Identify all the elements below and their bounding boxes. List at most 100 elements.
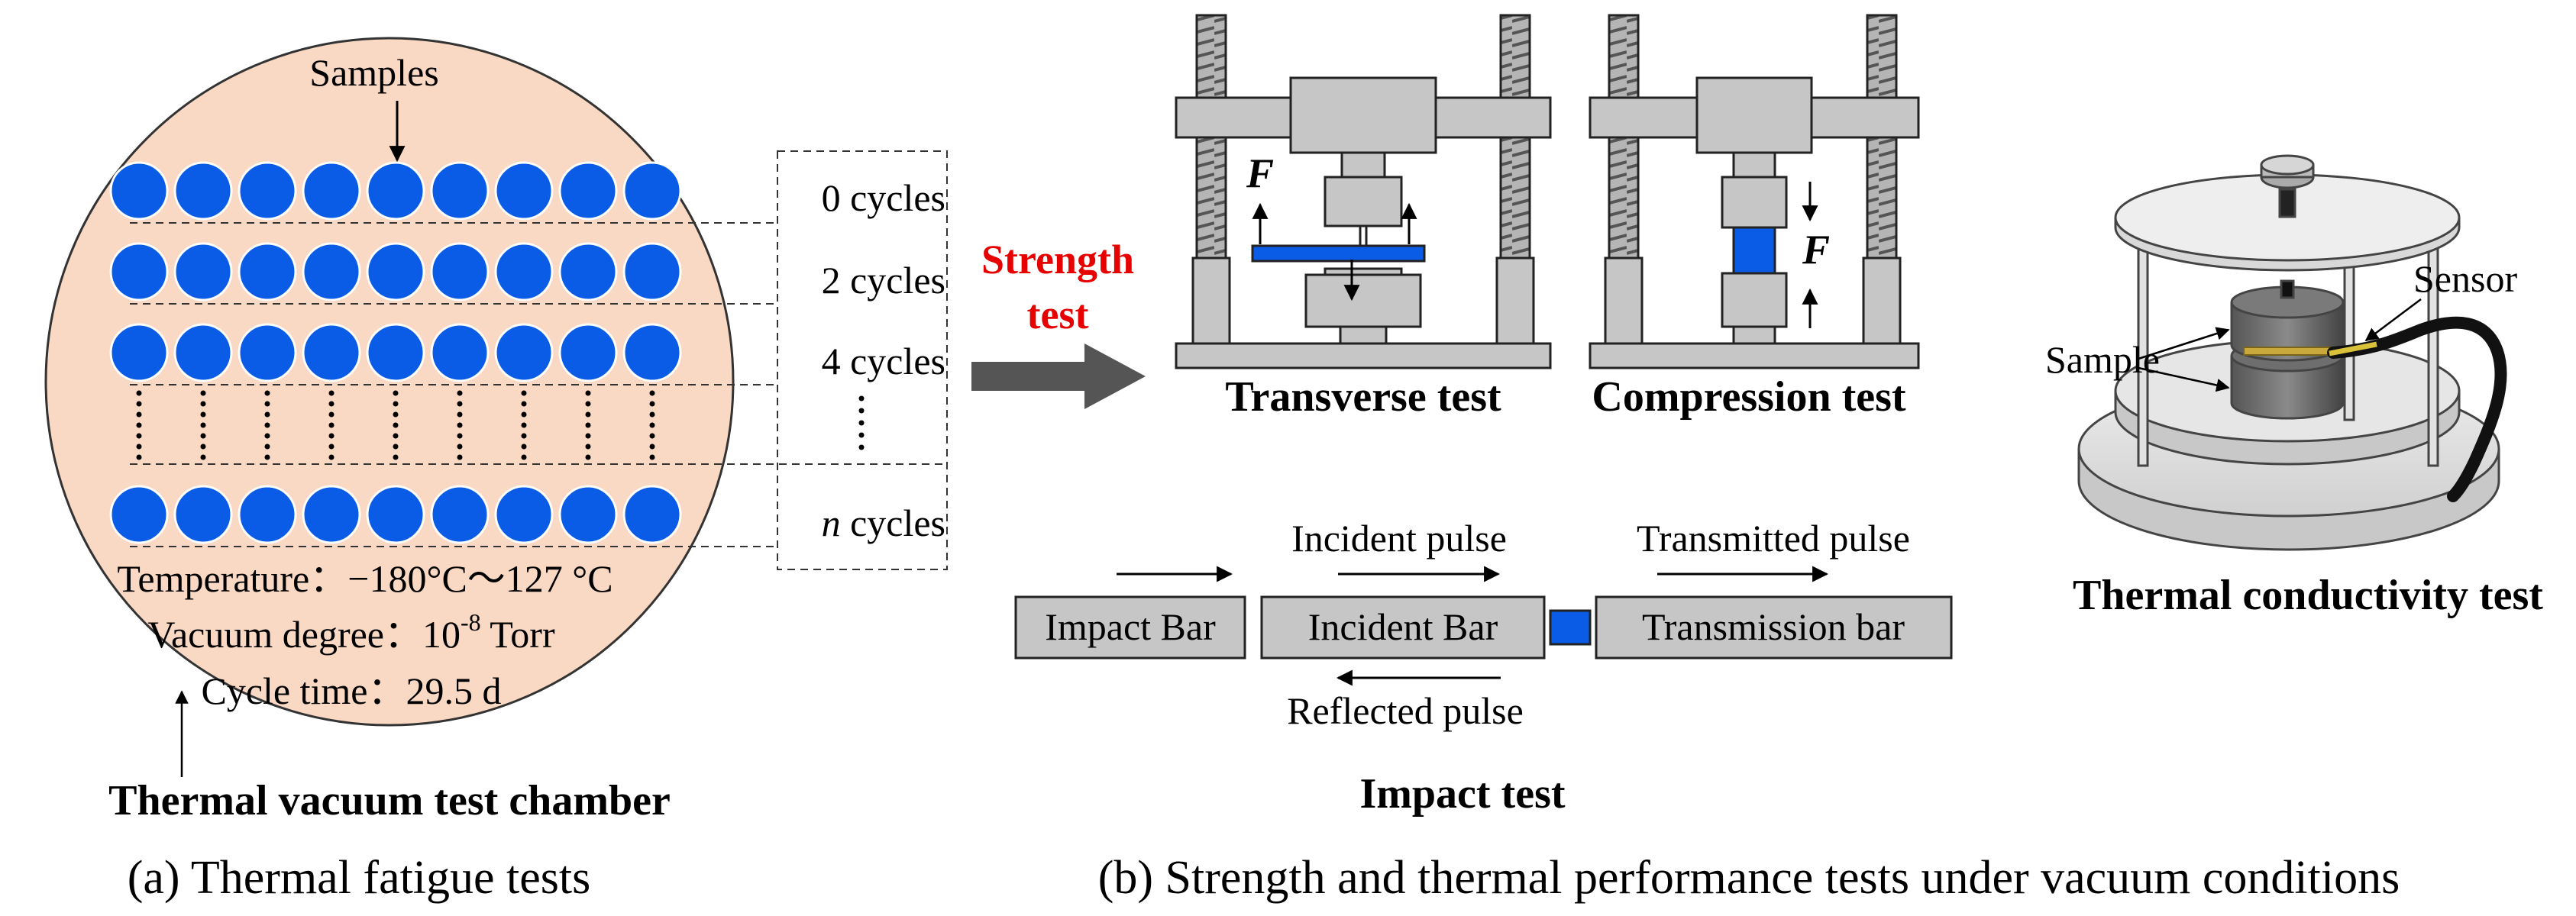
sample-disc: [109, 161, 169, 221]
ellipsis-dot: [521, 443, 527, 450]
temperature-range: Temperature：−180°C～127 °C: [117, 557, 612, 600]
ellipsis-dot: [136, 433, 142, 439]
ellipsis-dot: [585, 390, 591, 396]
sample-disc: [558, 323, 618, 382]
ellipsis-dot: [649, 401, 655, 407]
strength-test-pointer: Strength test: [971, 237, 1146, 409]
ellipsis-dot: [200, 390, 206, 396]
sample-disc: [494, 485, 554, 544]
sample-disc: [366, 323, 425, 382]
cycle-label-2: 2 cycles: [822, 259, 945, 302]
ellipsis-dot: [649, 433, 655, 439]
ellipsis-dot: [457, 411, 463, 418]
ellipsis-dot: [649, 454, 655, 460]
transverse-test-title: Transverse test: [1225, 373, 1501, 421]
sample-disc: [366, 161, 425, 221]
strength-test-line2: test: [1027, 292, 1089, 337]
sample-disc: [109, 485, 169, 544]
ellipsis-dot: [521, 401, 527, 407]
ellipsis-dot: [457, 433, 463, 439]
ellipsis-dot: [585, 443, 591, 450]
transverse-test-machine: [1175, 14, 1552, 369]
sample-disc: [173, 485, 233, 544]
sensor-probe: [2329, 341, 2377, 356]
sample-disc: [622, 485, 682, 544]
transmission-bar-label: Transmission bar: [1642, 605, 1905, 648]
ellipsis-dot: [521, 390, 527, 396]
ellipsis-dot: [585, 411, 591, 418]
panel-a-thermal-fatigue: Samples 0 cycles 2 cycles 4 cycles n cyc…: [44, 37, 948, 904]
transverse-force-arrows: [1252, 202, 1417, 302]
ellipsis-dot: [393, 433, 399, 439]
sample-disc: [558, 485, 618, 544]
ellipsis-dot: [264, 433, 270, 439]
ellipsis-dot: [328, 390, 335, 396]
ellipsis-dot: [264, 454, 270, 460]
ellipsis-dot: [457, 422, 463, 428]
ellipsis-dot: [457, 390, 463, 396]
sample-pointer-lower: [2138, 366, 2230, 392]
sample-disc: [173, 242, 233, 302]
sample-disc: [109, 323, 169, 382]
ellipsis-dot: [521, 411, 527, 418]
sample-disc: [494, 161, 554, 221]
sample-disc: [302, 485, 361, 544]
incident-bar: [1260, 595, 1546, 660]
compression-test-title: Compression test: [1592, 373, 1906, 421]
ellipsis-columns: [136, 390, 655, 460]
ellipsis-dot: [136, 443, 142, 450]
cycle-label-0: 0 cycles: [822, 176, 945, 219]
sample-disc: [302, 323, 361, 382]
chamber-title: Thermal vacuum test chamber: [108, 777, 671, 824]
sample-disc: [302, 161, 361, 221]
sample-disc: [622, 161, 682, 221]
ellipsis-dot: [585, 422, 591, 428]
ellipsis-dot: [200, 454, 206, 460]
sample-pointer-upper: [2138, 327, 2230, 360]
compression-force-symbol: F: [1802, 227, 1830, 273]
sample-disc: [430, 323, 490, 382]
sample-disc: [558, 242, 618, 302]
incident-bar-label: Incident Bar: [1308, 605, 1498, 648]
ellipsis-dot: [136, 411, 142, 418]
ellipsis-dot: [585, 433, 591, 439]
transmitted-pulse-label: Transmitted pulse: [1637, 517, 1910, 560]
ellipsis-dot: [136, 390, 142, 396]
sample-disc: [238, 323, 297, 382]
ellipsis-dot: [649, 411, 655, 418]
sample-rows: [109, 161, 682, 544]
strength-test-line1: Strength: [981, 237, 1134, 282]
compression-test-machine: [1589, 14, 1920, 369]
sample-disc: [238, 161, 297, 221]
sample-disc: [173, 323, 233, 382]
ellipsis-dot: [136, 454, 142, 460]
ellipsis-dot: [393, 422, 399, 428]
ellipsis-dot: [264, 411, 270, 418]
vacuum-degree: Vacuum degree：10-8 Torr: [147, 608, 555, 656]
cycle-label-n: n cycles: [822, 502, 945, 544]
ellipsis-dot: [200, 411, 206, 418]
ellipsis-dot: [264, 422, 270, 428]
ellipsis-dot: [136, 422, 142, 428]
sample-disc: [494, 242, 554, 302]
transverse-force-symbol: F: [1246, 150, 1274, 196]
impact-bar-label: Impact Bar: [1045, 605, 1216, 648]
sensor-label: Sensor: [2413, 257, 2517, 300]
caption-b: (b) Strength and thermal performance tes…: [1098, 852, 2400, 904]
transmission-bar: [1595, 595, 1953, 660]
sensor-cable: [2327, 316, 2507, 502]
sample-disc: [366, 242, 425, 302]
sample-disc: [173, 161, 233, 221]
ellipsis-dot: [393, 454, 399, 460]
ellipsis-dot: [393, 401, 399, 407]
sample-label: Sample: [2045, 338, 2160, 381]
cycle-label-4: 4 cycles: [822, 340, 945, 382]
sample-disc: [430, 242, 490, 302]
sample-disc: [430, 485, 490, 544]
ellipsis-dot: [328, 411, 335, 418]
ellipsis-dot: [328, 422, 335, 428]
ellipsis-dot: [264, 401, 270, 407]
sensor-pointer: [2364, 298, 2422, 342]
ellipsis-dot: [393, 390, 399, 396]
